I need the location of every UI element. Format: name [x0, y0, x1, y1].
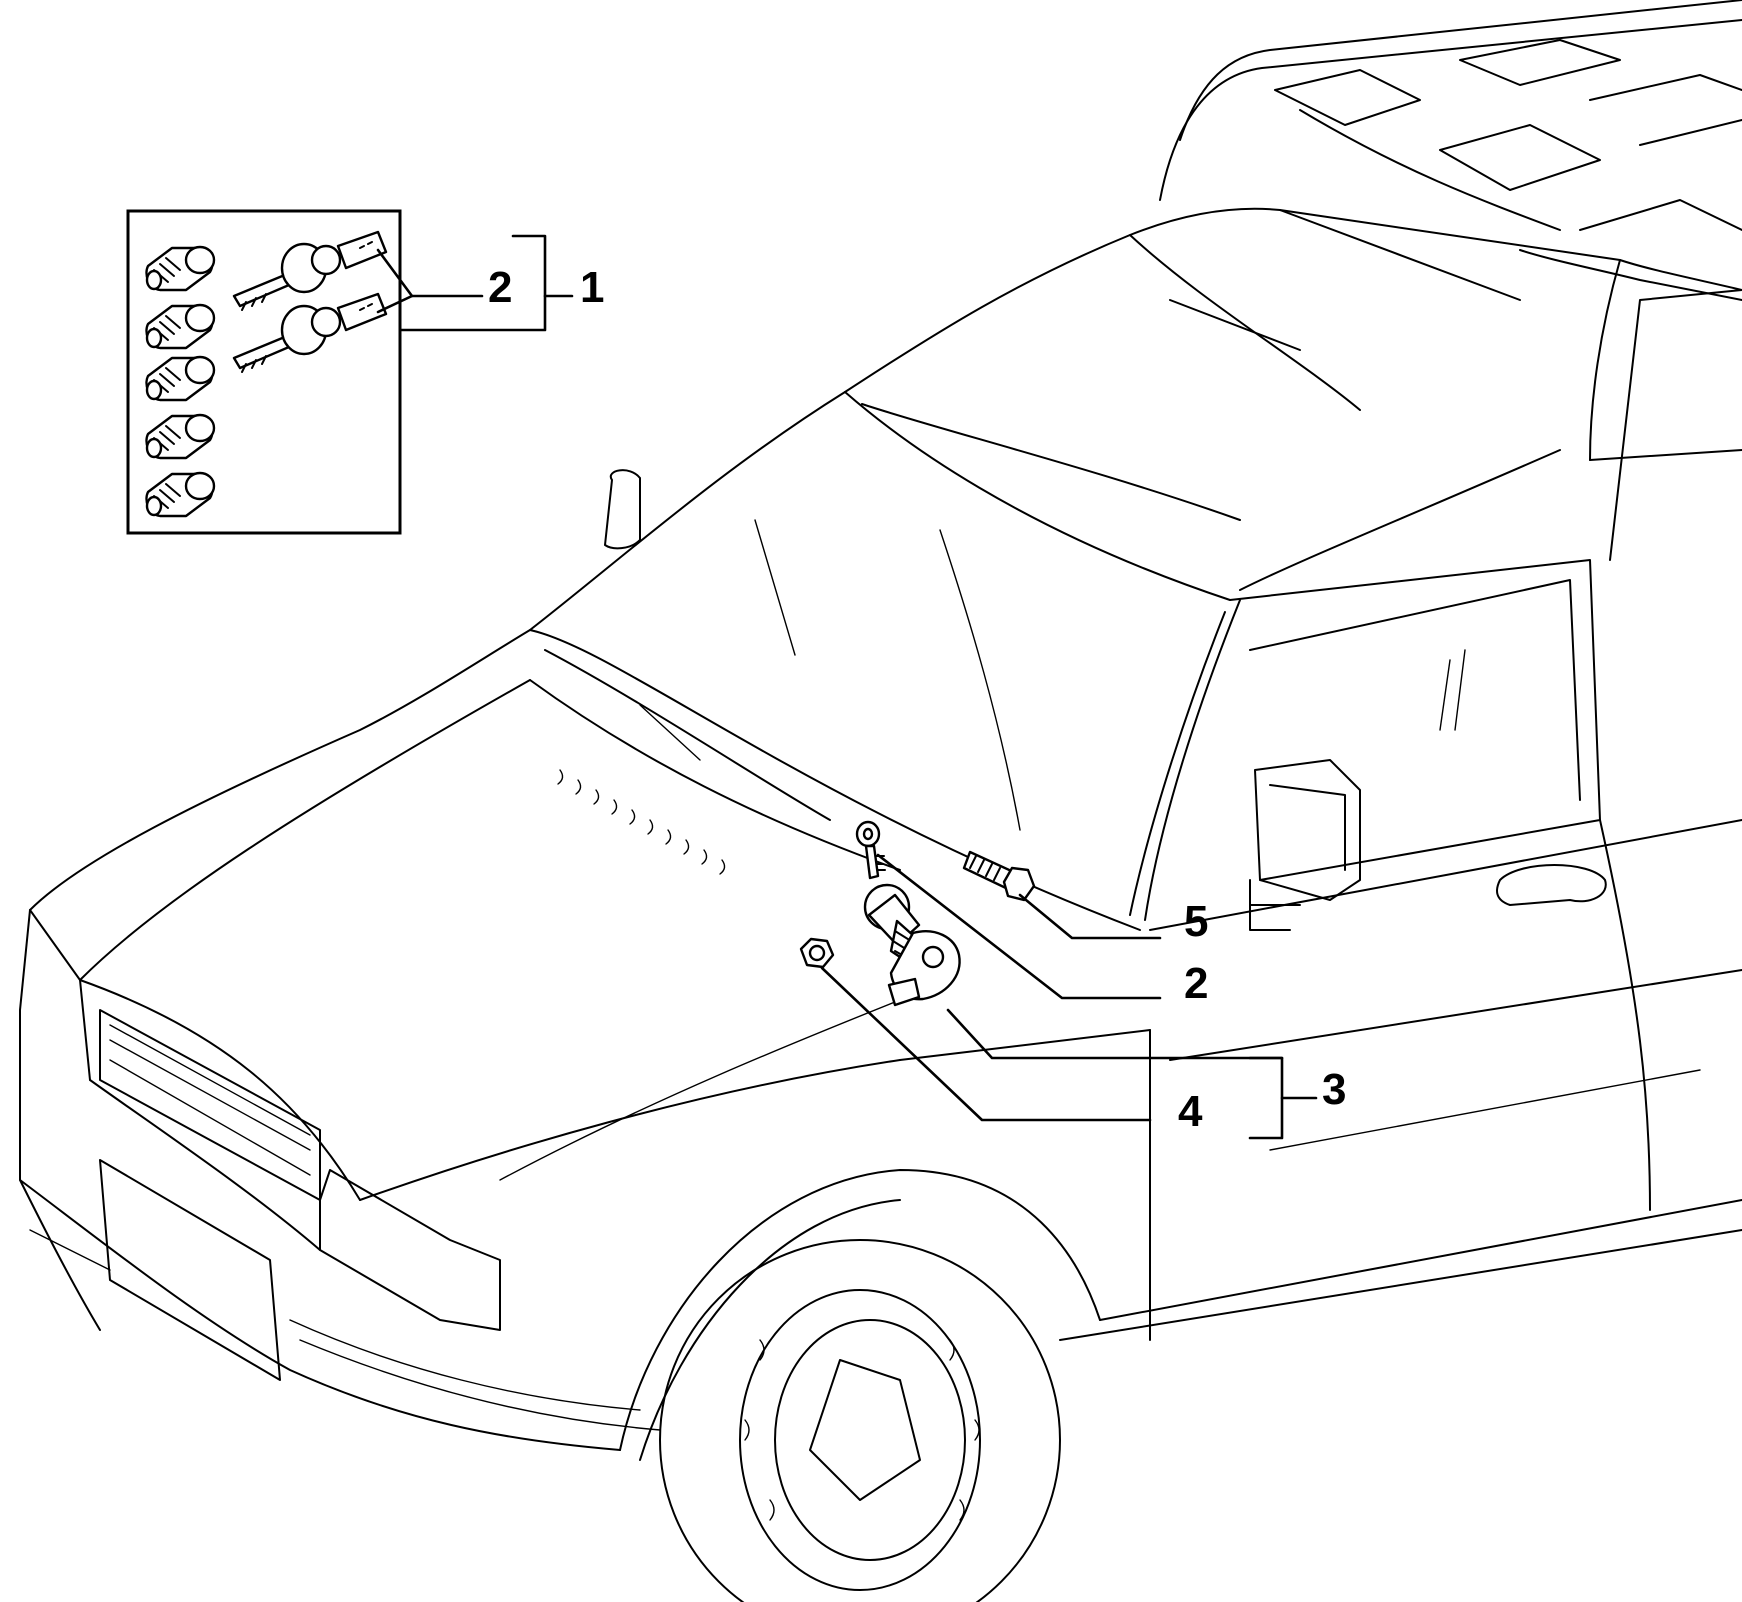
callout-5: 5 [1184, 897, 1208, 946]
lock-cylinder-2 [145, 303, 216, 350]
lock-cylinder-4 [145, 413, 216, 460]
callout-3: 3 [1322, 1065, 1346, 1114]
lock-cylinder-5 [145, 471, 216, 518]
screw [962, 850, 1036, 902]
door-key [855, 820, 886, 880]
callout-1: 1 [580, 263, 604, 312]
key-2 [232, 292, 388, 373]
hood-vents [557, 769, 726, 875]
lock-cylinder-3 [145, 355, 216, 402]
callout-4: 4 [1178, 1087, 1203, 1136]
lock-cylinder-1 [145, 245, 216, 292]
kit-inset [126, 209, 402, 535]
callout-2-inset: 2 [488, 263, 512, 312]
callout-2: 2 [1184, 959, 1208, 1008]
exploded-parts [799, 820, 1036, 1007]
side-mirror [1249, 759, 1361, 931]
cap-nut [799, 937, 835, 969]
front-wheel [659, 1239, 1061, 1602]
key-1 [232, 230, 388, 311]
door-lock-cylinder [863, 883, 961, 1007]
exploded-leaders [820, 853, 1318, 1140]
roof-rack [1159, 0, 1742, 301]
inset-leaders [376, 234, 574, 332]
